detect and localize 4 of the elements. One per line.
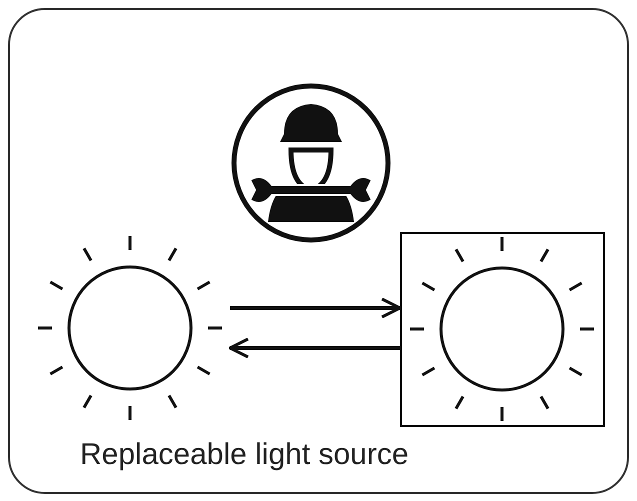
arrow [230, 298, 402, 318]
arrow [228, 338, 400, 358]
caption-text: Replaceable light source [80, 438, 409, 472]
framed-sun-icon [400, 232, 605, 427]
